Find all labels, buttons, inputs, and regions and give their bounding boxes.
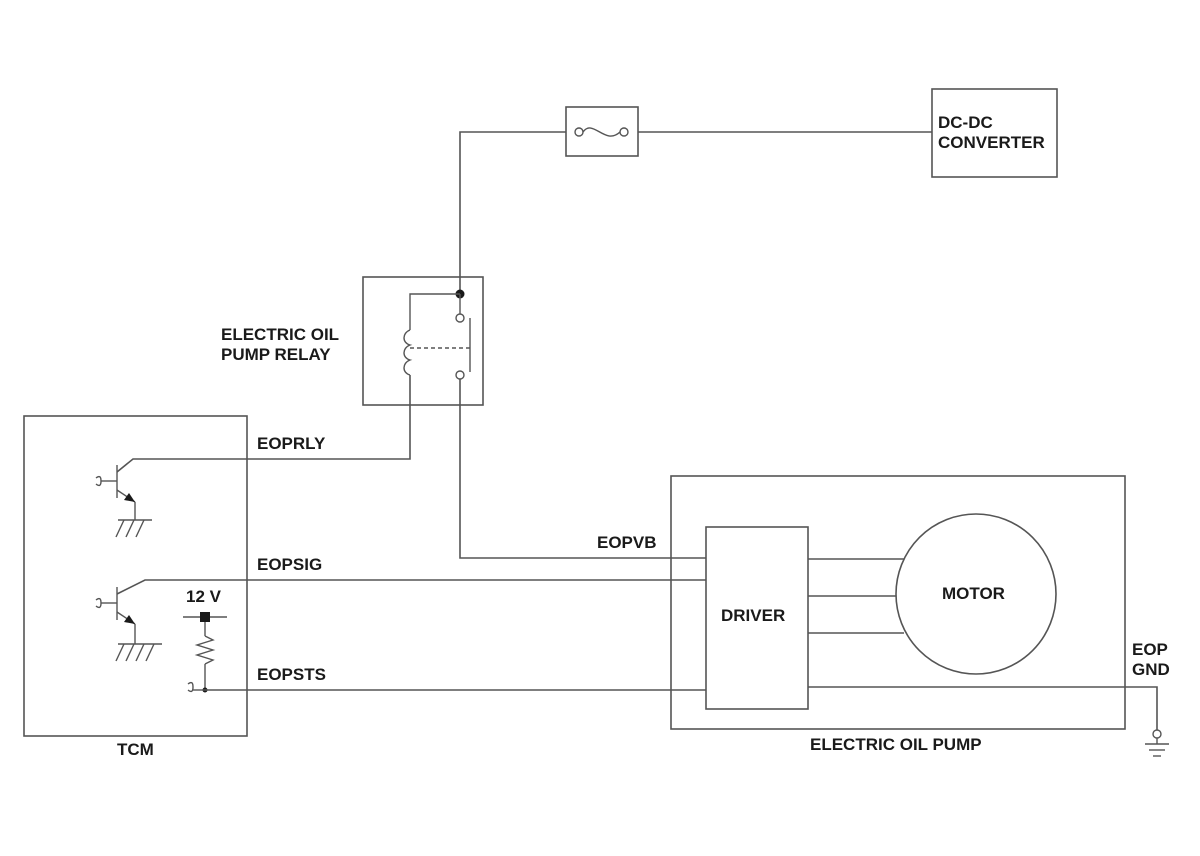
tcm-label: TCM <box>117 740 154 759</box>
dcdc-converter-box <box>931 88 1058 178</box>
relay-coil-icon <box>403 329 413 376</box>
fuse <box>565 106 639 157</box>
eop-gnd-label-line1: EOP <box>1132 640 1168 659</box>
tcm-box <box>23 415 248 737</box>
ground-icon <box>1145 729 1169 757</box>
pump-label: ELECTRIC OIL PUMP <box>810 735 982 754</box>
wire-eopvb <box>459 379 706 559</box>
electric-oil-pump: ELECTRIC OIL PUMP DRIVER MOTOR <box>670 475 1126 754</box>
dcdc-converter-label-line1: DC-DC <box>938 113 993 132</box>
supply-voltage-label: 12 V <box>186 587 222 606</box>
electric-oil-pump-relay: ELECTRIC OIL PUMP RELAY <box>116 276 484 473</box>
dcdc-converter: DC-DC CONVERTER <box>931 88 1058 178</box>
relay-label-line1: ELECTRIC OIL <box>221 325 339 344</box>
tcm-module: TCM <box>23 415 248 759</box>
wire-eopsig <box>116 579 706 595</box>
pump-box <box>670 475 1126 730</box>
signal-label-eopsig: EOPSIG <box>257 555 322 574</box>
motor-circle <box>895 513 1057 675</box>
motor-label: MOTOR <box>942 584 1005 603</box>
relay-box <box>362 276 484 406</box>
signal-label-eopsts: EOPSTS <box>257 665 326 684</box>
wire-eoprly <box>116 375 411 473</box>
driver-label: DRIVER <box>721 606 785 625</box>
driver-box <box>705 526 809 710</box>
wire-eop-gnd <box>808 686 1158 730</box>
relay-contact-bottom <box>455 370 465 380</box>
fuse-terminal-left <box>574 127 584 137</box>
eop-gnd-label-line2: GND <box>1132 660 1170 679</box>
signal-label-eopvb: EOPVB <box>597 533 657 552</box>
tcm-transistor-1-icon <box>95 465 152 538</box>
dcdc-converter-label-line2: CONVERTER <box>938 133 1045 152</box>
tcm-pullup-resistor-icon <box>183 612 227 693</box>
tcm-transistor-2-icon <box>95 587 162 662</box>
relay-contact-top <box>455 313 465 323</box>
wire-fuse-to-relay <box>459 131 566 294</box>
relay-label-line2: PUMP RELAY <box>221 345 331 364</box>
fuse-box <box>565 106 639 157</box>
fuse-element-icon <box>582 127 621 137</box>
relay-coil-top-wire <box>409 293 460 330</box>
signal-label-eoprly: EOPRLY <box>257 434 326 453</box>
fuse-terminal-right <box>619 127 629 137</box>
